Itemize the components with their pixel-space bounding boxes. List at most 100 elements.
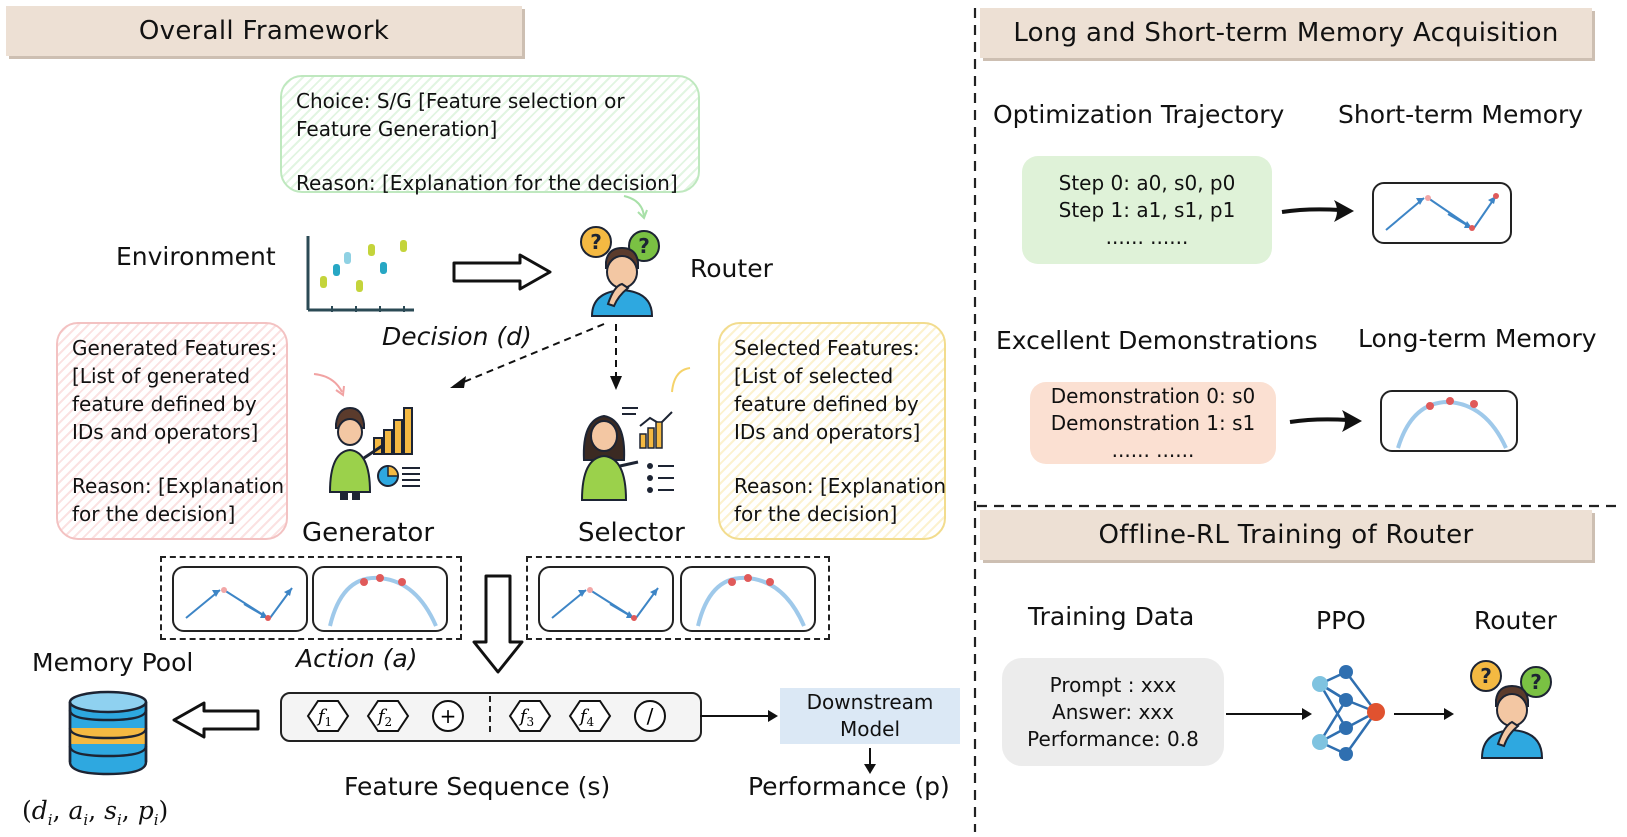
tuple-sep: , bbox=[121, 796, 138, 825]
tuple-sub: i bbox=[116, 811, 122, 829]
generator-label: Generator bbox=[302, 518, 435, 548]
step-line: Step 0: a0, s0, p0 bbox=[1058, 170, 1236, 195]
step-line: ...... ...... bbox=[1105, 224, 1189, 249]
selector-callout-line: for the decision] bbox=[734, 502, 898, 526]
tuple-close: ) bbox=[158, 796, 169, 825]
generator-long-term-memory bbox=[312, 566, 448, 632]
memory-tuple: (di, ai, si, pi) bbox=[22, 796, 168, 829]
generator-memory-group bbox=[160, 556, 462, 640]
short-term-memory-label: Short-term Memory bbox=[1338, 100, 1584, 129]
svg-text:?: ? bbox=[1530, 670, 1542, 694]
ppo-to-router-arrow bbox=[1394, 708, 1454, 720]
router-to-workers-arrows bbox=[450, 323, 622, 390]
downstream-model-box: Downstream Model bbox=[780, 688, 960, 744]
training-data-line: Performance: 0.8 bbox=[1027, 726, 1199, 751]
training-data-label: Training Data bbox=[1028, 602, 1195, 631]
demo-line: Demonstration 0: s0 bbox=[1050, 383, 1256, 408]
action-label: Action (a) bbox=[296, 644, 418, 673]
selector-output-callout: Selected Features: [List of selected fea… bbox=[718, 322, 946, 540]
generator-callout-line: Reason: [Explanation bbox=[72, 474, 285, 498]
offline-rl-header: Offline-RL Training of Router bbox=[980, 510, 1592, 560]
training-data-line: Prompt : xxx bbox=[1049, 672, 1177, 697]
memory-acquisition-title: Long and Short-term Memory Acquisition bbox=[1013, 18, 1559, 48]
tuple-sub: i bbox=[83, 811, 89, 829]
database-icon bbox=[68, 690, 148, 776]
performance-label: Performance (p) bbox=[748, 772, 950, 801]
operator-token-circle: + bbox=[432, 700, 464, 732]
trajectory-plot bbox=[1385, 193, 1499, 231]
tuple-sep: , bbox=[52, 796, 69, 825]
curve-plot bbox=[1396, 397, 1508, 449]
tuple-a: a bbox=[68, 796, 84, 825]
trajectory-plot bbox=[551, 587, 659, 621]
router-decision-callout: Choice: S/G [Feature selection or Featur… bbox=[280, 75, 700, 195]
callout-pointer-arrow bbox=[623, 195, 648, 220]
data-to-ppo-arrow bbox=[1226, 708, 1312, 720]
feature-token-hex: f3 bbox=[508, 700, 552, 732]
selector-person-icon bbox=[580, 407, 674, 501]
router-callout-line: Reason: [Explanation for the decision] bbox=[296, 171, 678, 195]
operator-token-circle: / bbox=[634, 700, 666, 732]
overall-framework-title: Overall Framework bbox=[138, 16, 390, 46]
generator-callout-line: Generated Features: bbox=[72, 336, 278, 360]
callout-spacer bbox=[734, 446, 930, 472]
decision-label: Decision (d) bbox=[382, 322, 532, 351]
environment-to-router-arrow bbox=[452, 253, 552, 291]
generator-callout-line: feature defined by bbox=[72, 392, 257, 416]
demo-line: Demonstration 1: s1 bbox=[1050, 410, 1256, 435]
offline-router-label: Router bbox=[1474, 606, 1557, 635]
neural-network-icon bbox=[1312, 665, 1385, 761]
ppo-label: PPO bbox=[1316, 606, 1366, 635]
selector-short-term-memory bbox=[538, 566, 674, 632]
tuple-s: s bbox=[104, 796, 117, 825]
router-callout-line: Choice: S/G [Feature selection or bbox=[296, 89, 625, 113]
generator-output-callout: Generated Features: [List of generated f… bbox=[56, 322, 288, 540]
optimization-steps-box: Step 0: a0, s0, p0 Step 1: a1, s1, p1 ..… bbox=[1022, 156, 1272, 264]
selector-callout-line: feature defined by bbox=[734, 392, 919, 416]
offline-rl-title: Offline-RL Training of Router bbox=[1098, 520, 1474, 550]
memory-acquisition-header: Long and Short-term Memory Acquisition bbox=[980, 8, 1592, 58]
long-term-memory-plot-box bbox=[1380, 390, 1518, 452]
excellent-demonstrations-label: Excellent Demonstrations bbox=[996, 326, 1318, 355]
memory-pool-label: Memory Pool bbox=[32, 648, 194, 677]
selector-memory-group bbox=[526, 556, 830, 640]
overall-framework-header: Overall Framework bbox=[6, 6, 522, 56]
operator-token-label: / bbox=[647, 704, 654, 728]
optimization-trajectory-label: Optimization Trajectory bbox=[993, 100, 1285, 129]
curve-plot bbox=[696, 574, 806, 627]
feature-token-hex: f4 bbox=[568, 700, 612, 732]
step-line: Step 1: a1, s1, p1 bbox=[1058, 197, 1236, 222]
generator-callout-line: IDs and operators] bbox=[72, 420, 259, 444]
generator-callout-line: for the decision] bbox=[72, 502, 236, 526]
short-term-memory-plot-box bbox=[1372, 182, 1512, 244]
feature-sequence-label: Feature Sequence (s) bbox=[344, 772, 611, 801]
callout-spacer bbox=[296, 143, 684, 169]
feature-token-hex: f1 bbox=[306, 700, 350, 732]
tuple-sep: , bbox=[88, 796, 105, 825]
callout-spacer bbox=[72, 446, 272, 472]
demonstrations-box: Demonstration 0: s0 Demonstration 1: s1 … bbox=[1030, 382, 1276, 464]
operator-token-label: + bbox=[440, 704, 457, 728]
environment-label: Environment bbox=[116, 242, 276, 271]
bar-chart-icon bbox=[306, 236, 414, 312]
router-person-icon: ? ? bbox=[1470, 660, 1552, 759]
svg-text:?: ? bbox=[638, 234, 650, 258]
model-to-performance-arrow bbox=[864, 748, 876, 774]
sequence-to-pool-arrow bbox=[172, 701, 260, 739]
router-person-icon: ? ? bbox=[580, 226, 660, 317]
demo-line: ...... ...... bbox=[1111, 437, 1195, 462]
router-label: Router bbox=[690, 254, 773, 283]
tuple-d: d bbox=[31, 796, 48, 825]
feature-token-hex: f2 bbox=[366, 700, 410, 732]
selector-callout-line: Selected Features: bbox=[734, 336, 920, 360]
router-callout-line: Feature Generation] bbox=[296, 117, 498, 141]
generator-callout-pointer bbox=[313, 373, 345, 397]
feature-sequence-tokens: f1 f2 + f3 f4 / bbox=[306, 696, 666, 736]
selector-long-term-memory bbox=[680, 566, 816, 632]
demos-to-long-term-arrow bbox=[1289, 410, 1362, 432]
tuple-p: p bbox=[137, 796, 154, 825]
selector-callout-line: IDs and operators] bbox=[734, 420, 921, 444]
selector-callout-pointer bbox=[671, 367, 691, 393]
training-data-box: Prompt : xxx Answer: xxx Performance: 0.… bbox=[1002, 658, 1224, 766]
